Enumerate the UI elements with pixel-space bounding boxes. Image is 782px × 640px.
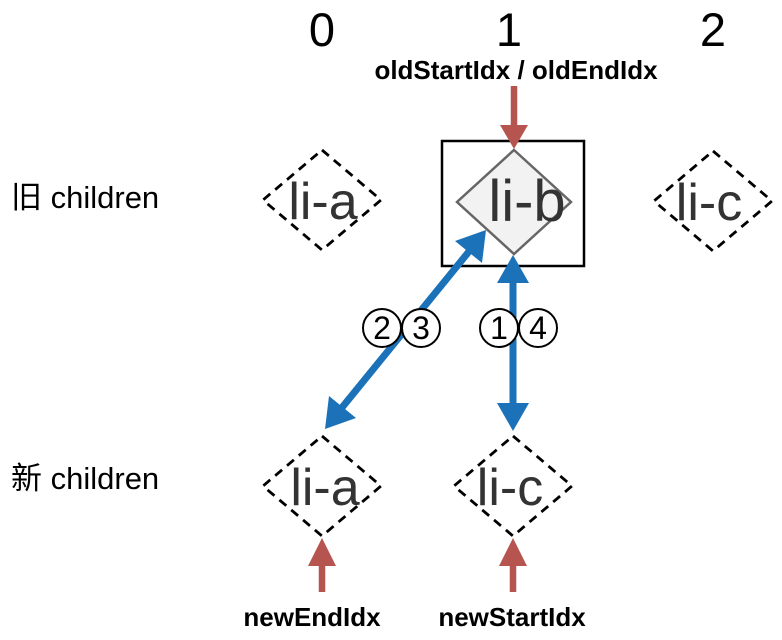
new-node-li-c-diamond — [451, 434, 575, 538]
new-node-li-a-label: li-a — [290, 459, 360, 517]
new-node-li-a-diamond — [260, 434, 384, 538]
patch-arrow-diagonal-head-bottom — [325, 396, 356, 429]
step-badge-2: 2 — [362, 308, 402, 348]
new-end-pointer-label: newEndIdx — [243, 602, 381, 632]
old-node-li-a-label: li-a — [288, 173, 358, 231]
old-pointer-arrow — [500, 86, 528, 149]
step-badge-1: 1 — [479, 308, 519, 348]
new-end-pointer-arrowhead — [308, 538, 336, 566]
patch-arrow-vertical — [497, 255, 529, 431]
new-start-pointer-arrowhead — [499, 538, 527, 566]
step-badge-4: 4 — [518, 308, 558, 348]
patch-arrow-vertical-head-bottom — [497, 403, 529, 431]
new-row-label: 新 children — [11, 461, 160, 496]
step-badge-3: 3 — [401, 308, 441, 348]
index-label-2: 2 — [699, 3, 727, 56]
new-node-li-c-label: li-c — [476, 459, 544, 517]
patch-arrow-diagonal-head-top — [455, 230, 486, 263]
old-node-li-b-label: li-b — [488, 169, 566, 234]
new-start-pointer-arrow — [499, 538, 527, 592]
old-row-label: 旧 children — [11, 180, 160, 215]
index-label-0: 0 — [308, 3, 336, 56]
old-node-li-c-diamond — [651, 149, 775, 253]
old-node-li-b-diamond — [455, 148, 573, 256]
old-node-li-c-label: li-c — [675, 174, 743, 232]
new-start-pointer-label: newStartIdx — [438, 602, 586, 632]
index-label-1: 1 — [495, 3, 523, 56]
old-pointer-label: oldStartIdx / oldEndIdx — [374, 55, 658, 85]
old-pointer-arrowhead — [500, 125, 528, 149]
old-node-li-a-diamond — [260, 148, 384, 252]
new-end-pointer-arrow — [308, 538, 336, 592]
patch-arrow-vertical-head-top — [497, 255, 529, 283]
